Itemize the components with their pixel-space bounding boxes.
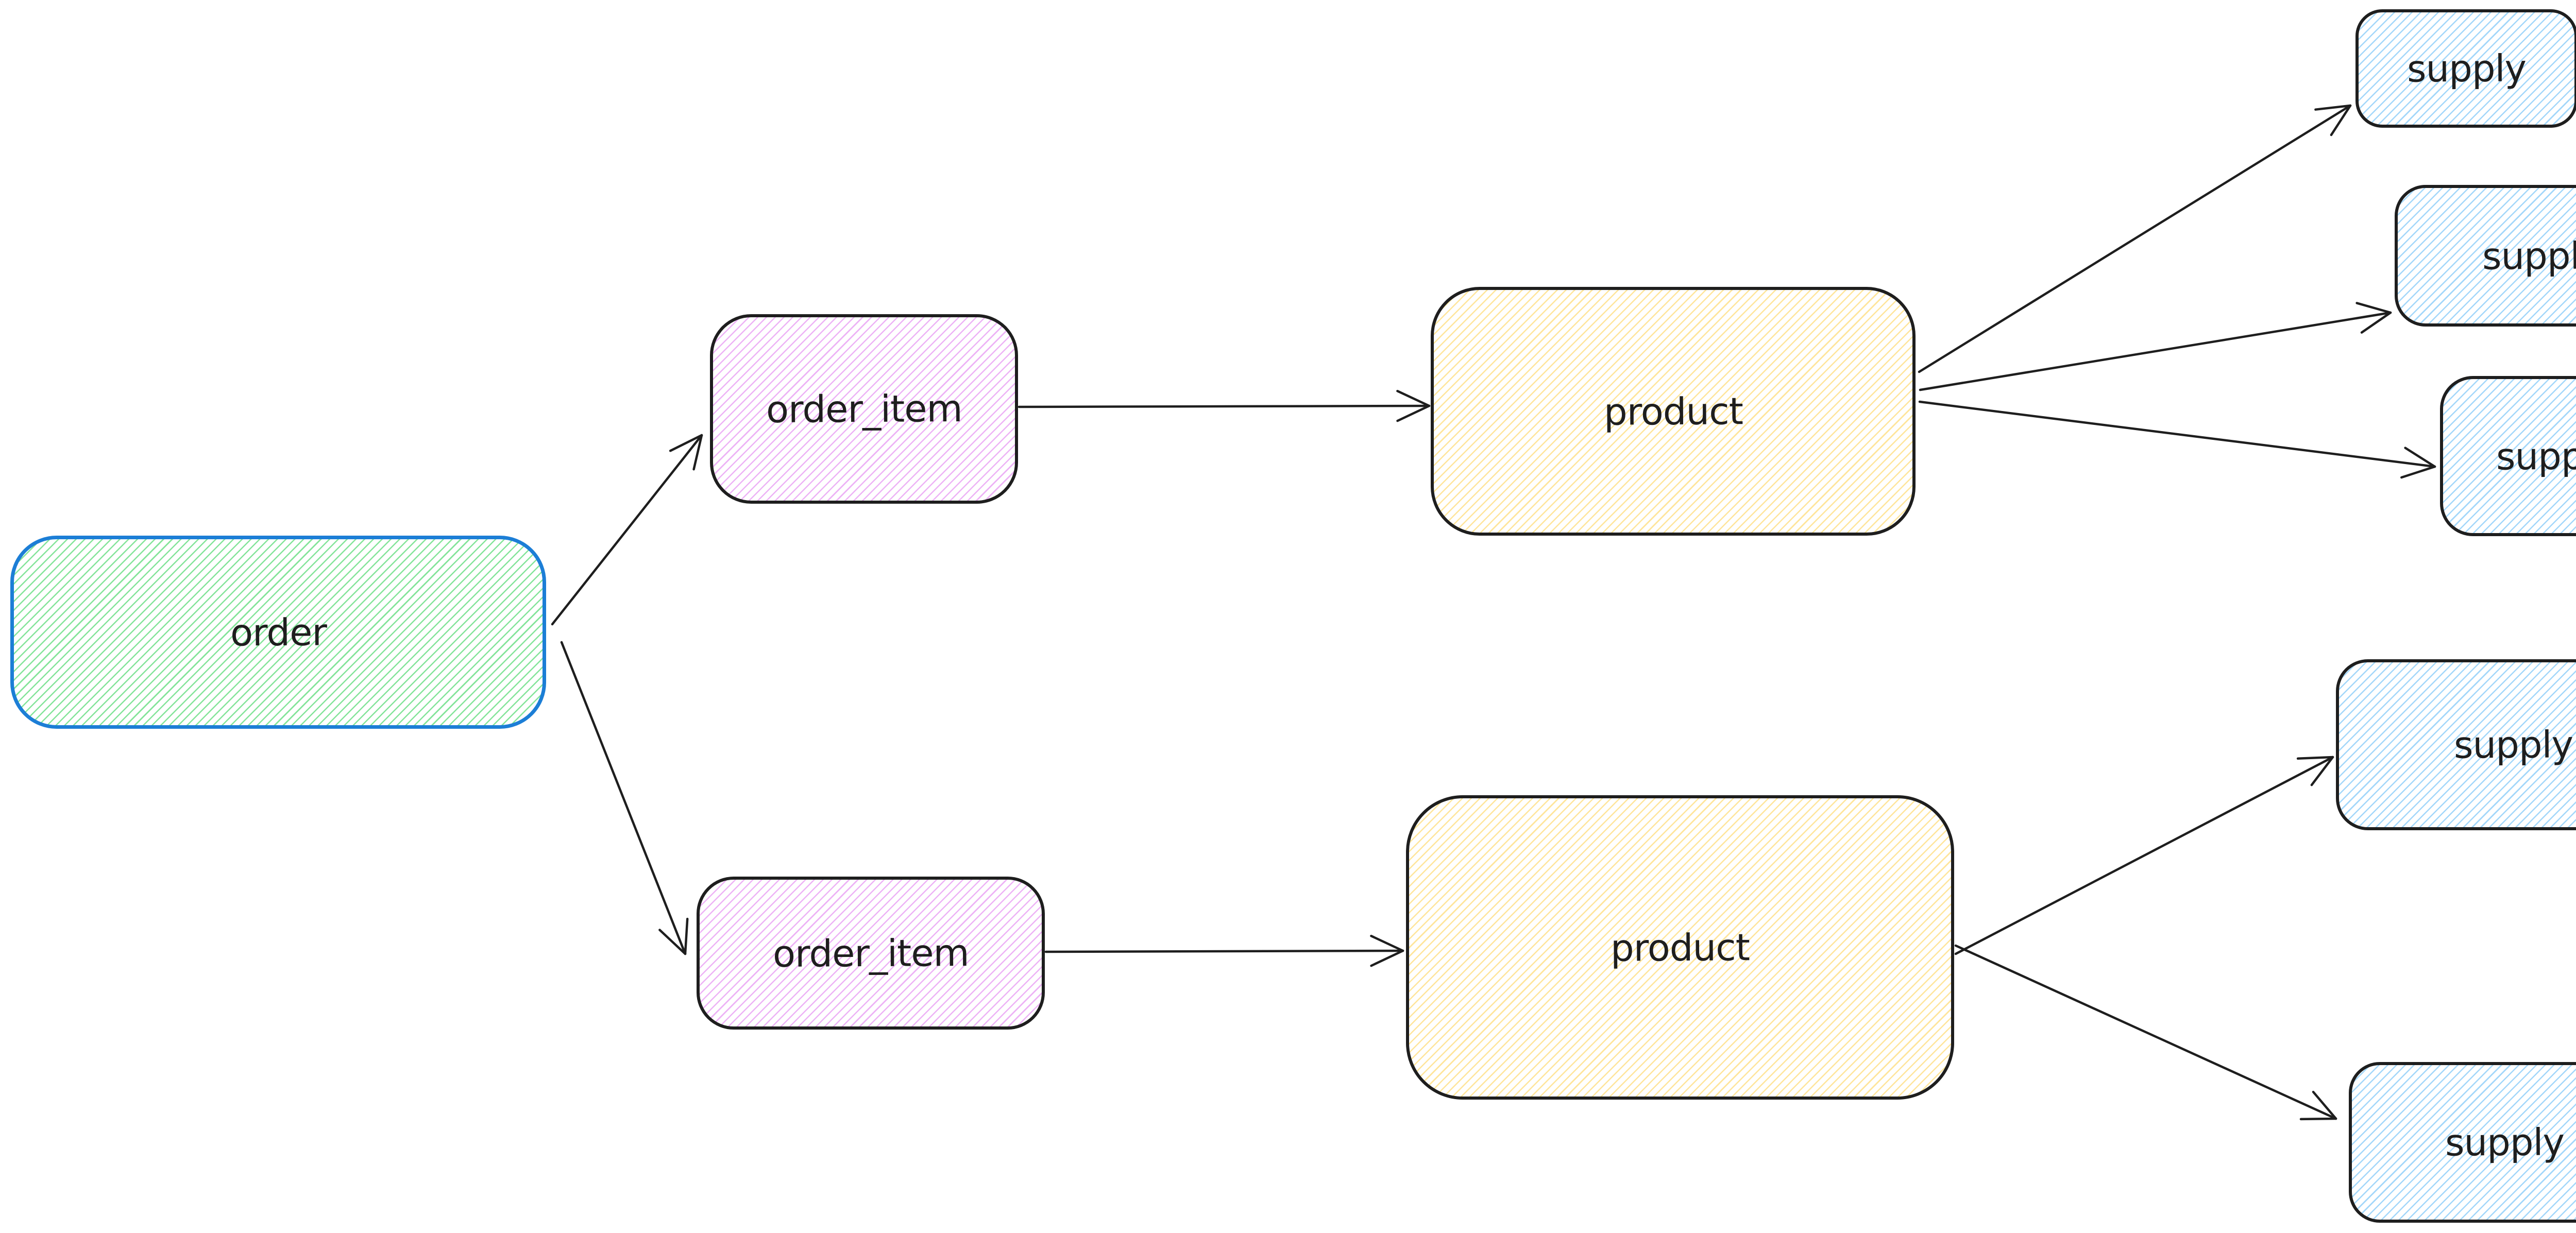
node-supply-2[interactable]: supply (2395, 185, 2576, 327)
arrow-order-to-order_item-bottom[interactable] (560, 641, 689, 955)
node-supply-3[interactable]: supply (2440, 376, 2576, 536)
arrowhead (2314, 104, 2352, 111)
node-order-label: order (230, 610, 327, 654)
arrowhead (2360, 311, 2392, 334)
node-supply-5-label: supply (2445, 1120, 2565, 1164)
arrow-product-top-to-supply-3[interactable] (1918, 400, 2436, 479)
arrowhead (658, 929, 687, 955)
arrow-order_item-top-to-product-top[interactable] (1018, 389, 1431, 422)
arrow-product-bottom-to-supply-5[interactable] (1954, 944, 2337, 1121)
arrowhead (2312, 1090, 2337, 1120)
arrow-order-to-order_item-top[interactable] (551, 434, 703, 626)
arrowhead (2400, 465, 2436, 479)
node-supply-5[interactable]: supply (2349, 1062, 2576, 1223)
arrowhead (2330, 104, 2352, 136)
node-supply-2-label: supply (2482, 233, 2576, 278)
node-order_item-top[interactable]: order_item (710, 314, 1018, 504)
node-order_item-bottom-label: order_item (772, 931, 969, 975)
arrow-product-top-to-supply-2[interactable] (1919, 302, 2392, 391)
arrowhead (2404, 447, 2436, 468)
node-supply-1[interactable]: supply (2355, 9, 2576, 128)
node-supply-3-label: supply (2496, 434, 2576, 478)
arrow-product-top-to-supply-1[interactable] (1918, 104, 2352, 373)
arrowhead (692, 434, 703, 471)
arrowhead (2296, 756, 2334, 760)
node-product-top[interactable]: product (1431, 287, 1916, 536)
node-order_item-bottom[interactable]: order_item (697, 877, 1045, 1030)
node-supply-4-label: supply (2453, 723, 2573, 767)
node-order_item-top-label: order_item (766, 387, 962, 431)
node-product-top-label: product (1603, 389, 1743, 434)
node-supply-4[interactable]: supply (2336, 659, 2576, 830)
node-supply-1-label: supply (2406, 46, 2527, 91)
node-order[interactable]: order (10, 536, 546, 729)
arrowhead (1370, 934, 1404, 952)
node-product-bottom-label: product (1610, 925, 1750, 970)
arrow-product-bottom-to-supply-4[interactable] (1954, 756, 2334, 955)
arrowhead (1396, 389, 1431, 407)
arrow-order_item-bottom-to-product-bottom[interactable] (1044, 934, 1404, 967)
arrowhead (2355, 302, 2392, 314)
arrowhead (2310, 756, 2334, 786)
arrowhead (684, 917, 689, 955)
arrowhead (1370, 949, 1404, 967)
arrowhead (1396, 404, 1431, 422)
node-product-bottom[interactable]: product (1406, 795, 1954, 1100)
arrowhead (669, 434, 703, 452)
